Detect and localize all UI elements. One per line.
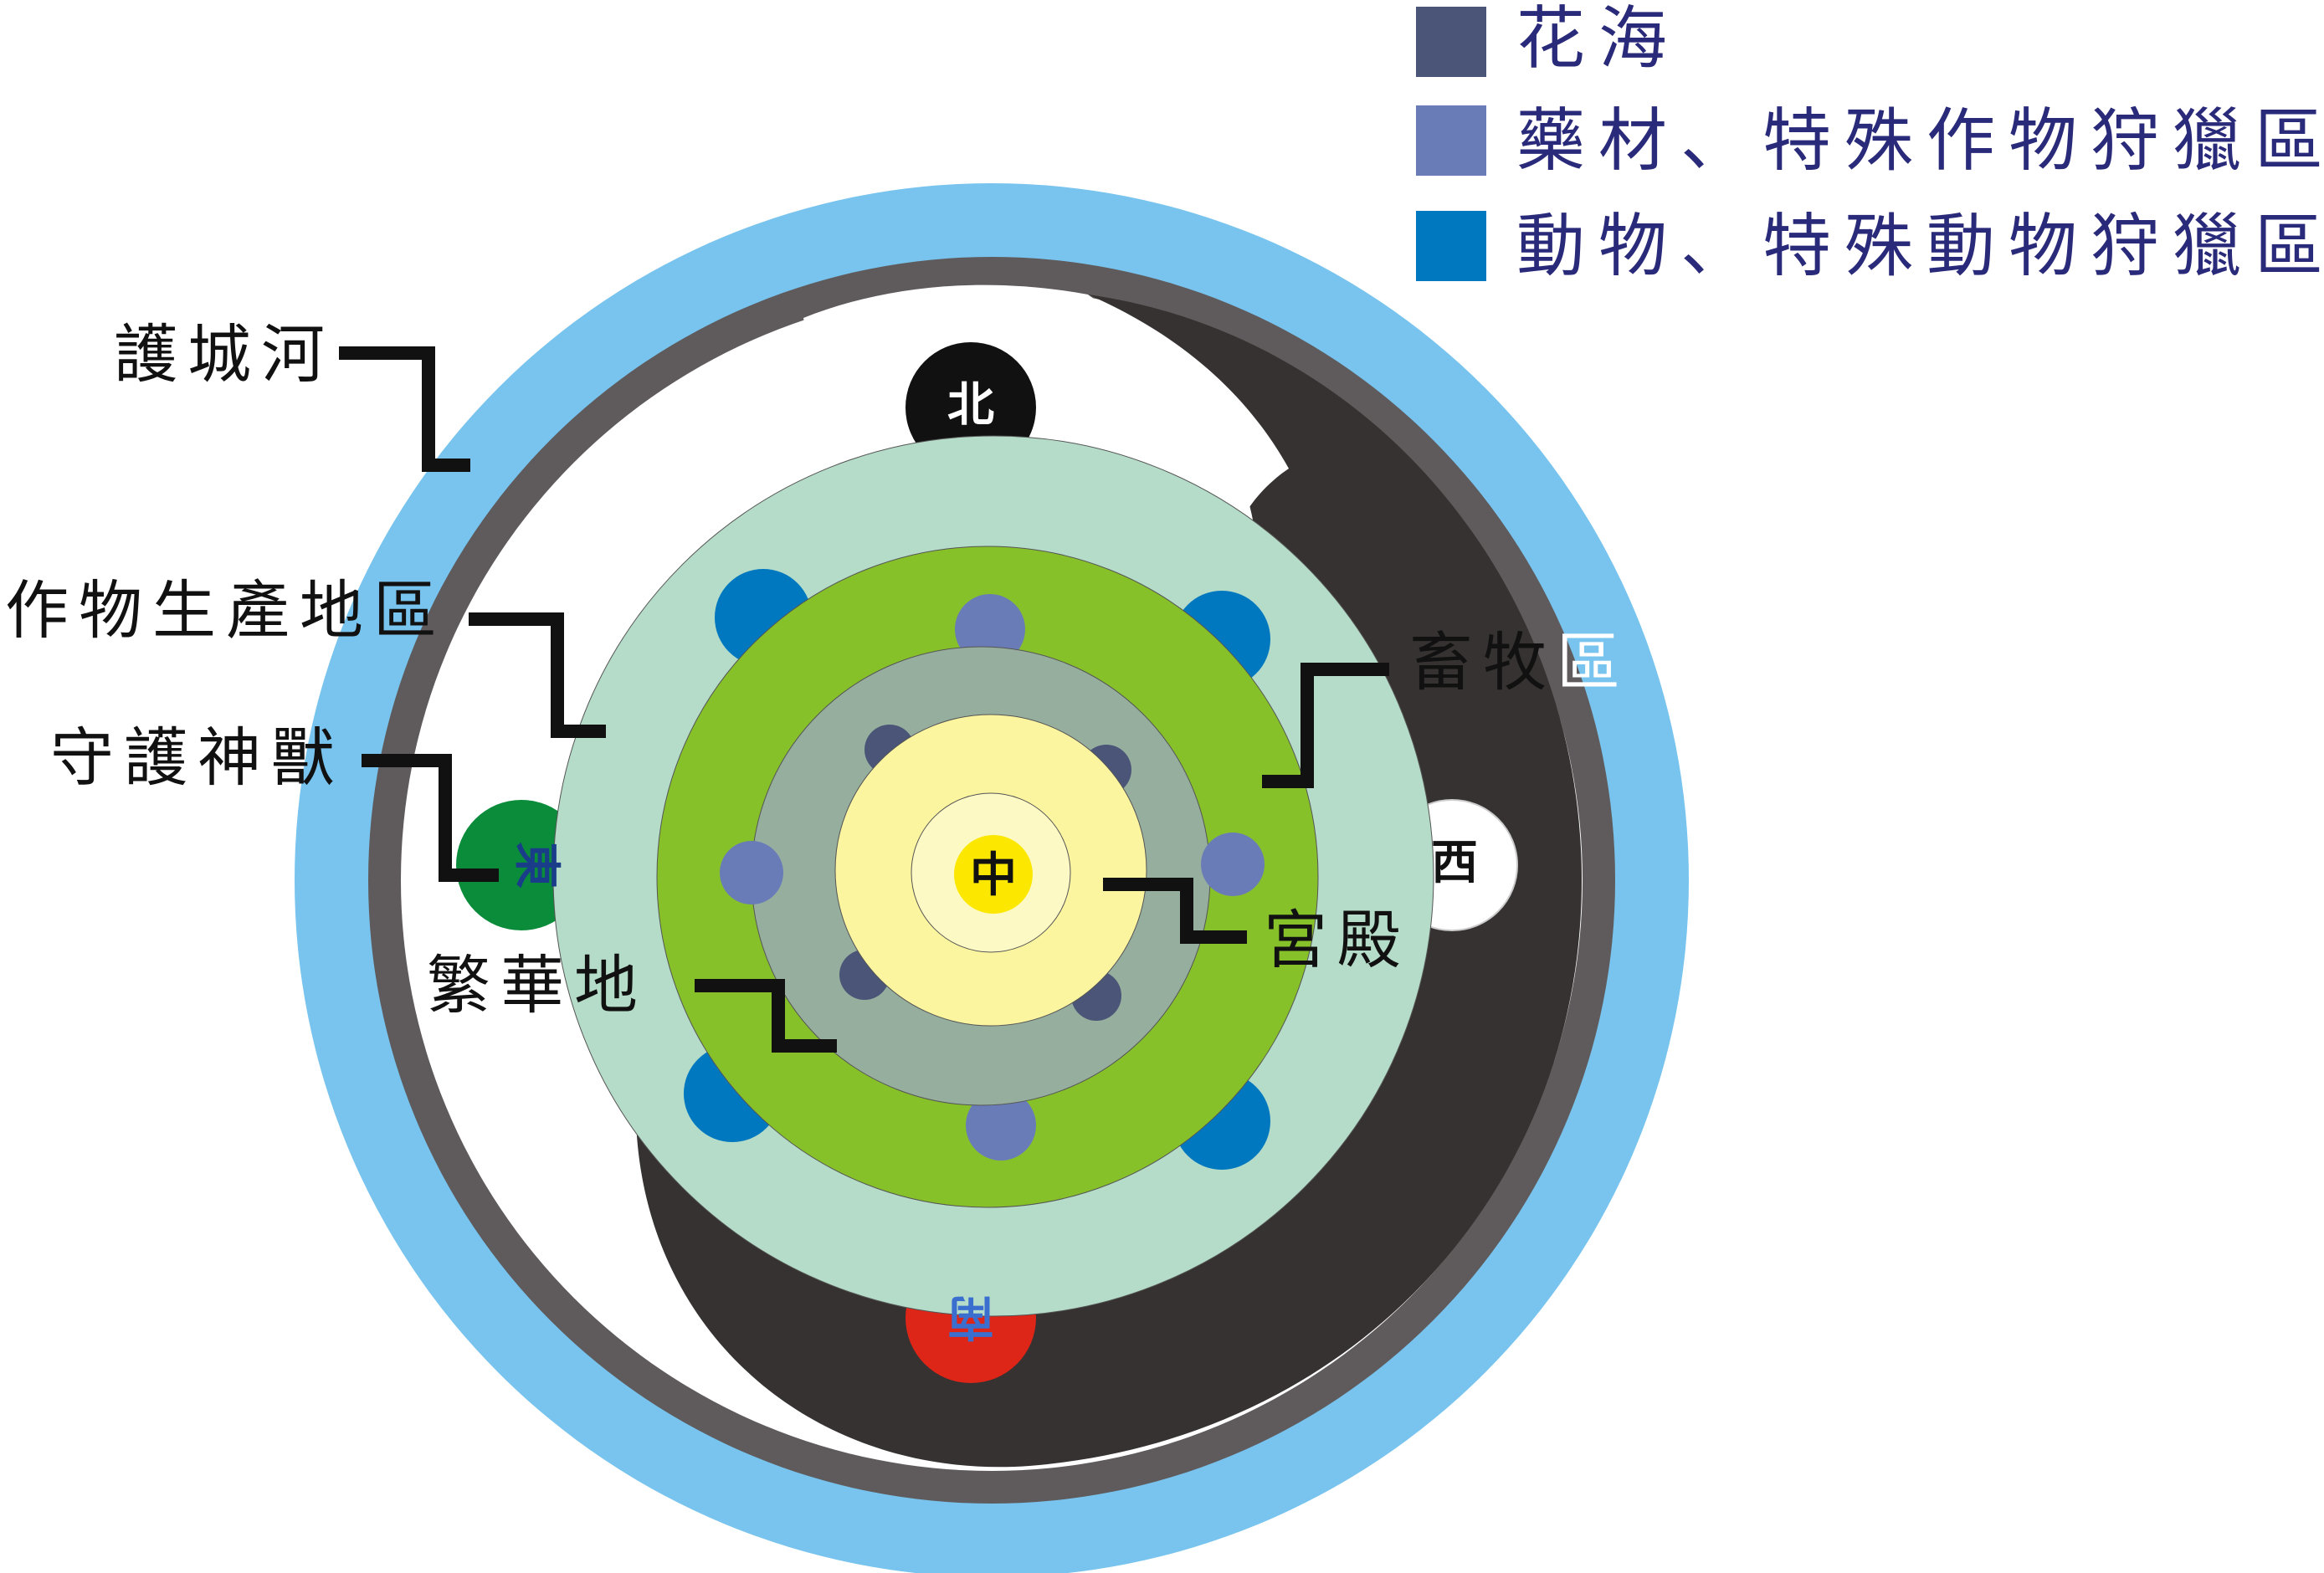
- herb-zone-south: [966, 1090, 1036, 1161]
- east-label: 東: [509, 842, 563, 889]
- guardian-label: 守護神獸: [50, 720, 345, 795]
- palace-label: 宮殿: [1264, 903, 1411, 977]
- moat-leader: [339, 346, 470, 472]
- legend-label-herb: 藥材、特殊作物狩獵區: [1516, 101, 2324, 181]
- legend-label-flower: 花海: [1516, 0, 1680, 79]
- livestock-label: 畜牧區: [1409, 625, 1630, 699]
- palace-leader: [1103, 878, 1247, 944]
- north-label: 北: [947, 378, 994, 433]
- livestock-leader: [1262, 663, 1389, 788]
- crop-leader: [469, 612, 606, 738]
- livestock-label-part2: 區: [1557, 625, 1630, 699]
- legend: 花海 藥材、特殊作物狩獵區 動物、特殊動物狩獵區: [1416, 0, 2324, 286]
- herb-zone-west: [1201, 833, 1265, 896]
- guardian-leader: [362, 754, 499, 882]
- crop-area-label: 作物生產地區: [5, 573, 447, 648]
- prosperous-leader: [695, 979, 837, 1053]
- herb-zone-east: [720, 841, 783, 904]
- legend-swatch-herb: [1416, 105, 1486, 176]
- livestock-label-part1: 畜牧: [1409, 625, 1557, 699]
- moat-label: 護城河: [114, 317, 335, 392]
- center-label: 中: [970, 848, 1017, 903]
- west-label: 西: [1431, 836, 1478, 890]
- south-label: 南: [947, 1289, 994, 1344]
- herb-zones-inner: [720, 833, 1265, 904]
- legend-label-animal: 動物、特殊動物狩獵區: [1516, 207, 2324, 286]
- prosperous-label: 繁華地: [427, 948, 648, 1022]
- legend-swatch-animal: [1416, 211, 1486, 281]
- legend-swatch-flower: [1416, 7, 1486, 77]
- center-marker: [954, 835, 1033, 914]
